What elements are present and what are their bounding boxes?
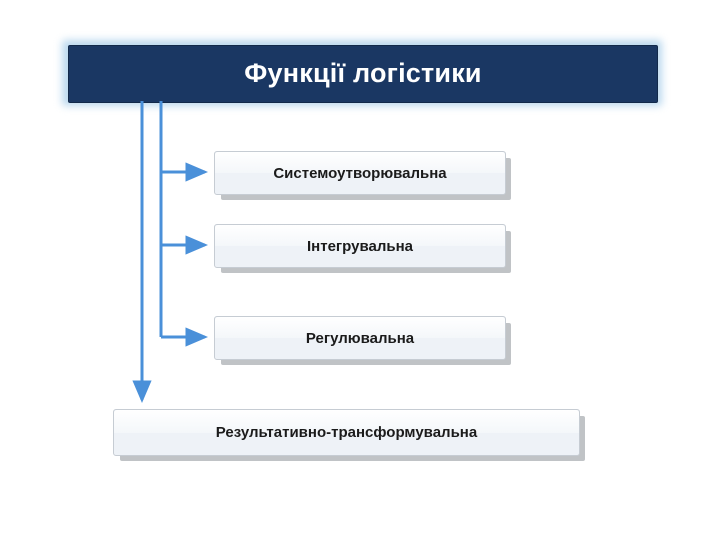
- page-title: Функції логістики: [244, 58, 482, 89]
- diagram-node-4-label: Результативно-трансформувальна: [215, 424, 478, 441]
- diagram-node-4[interactable]: Результативно-трансформувальна: [113, 409, 580, 456]
- diagram-node-2[interactable]: Інтегрувальна: [214, 224, 506, 268]
- diagram-node-3-label: Регулювальна: [305, 329, 415, 347]
- diagram-node-3[interactable]: Регулювальна: [214, 316, 506, 360]
- title-banner: Функції логістики: [68, 45, 658, 103]
- diagram-node-1-label: Системоутворювальна: [273, 164, 447, 182]
- diagram-node-1[interactable]: Системоутворювальна: [214, 151, 506, 195]
- diagram-node-2-label: Інтегрувальна: [307, 237, 413, 255]
